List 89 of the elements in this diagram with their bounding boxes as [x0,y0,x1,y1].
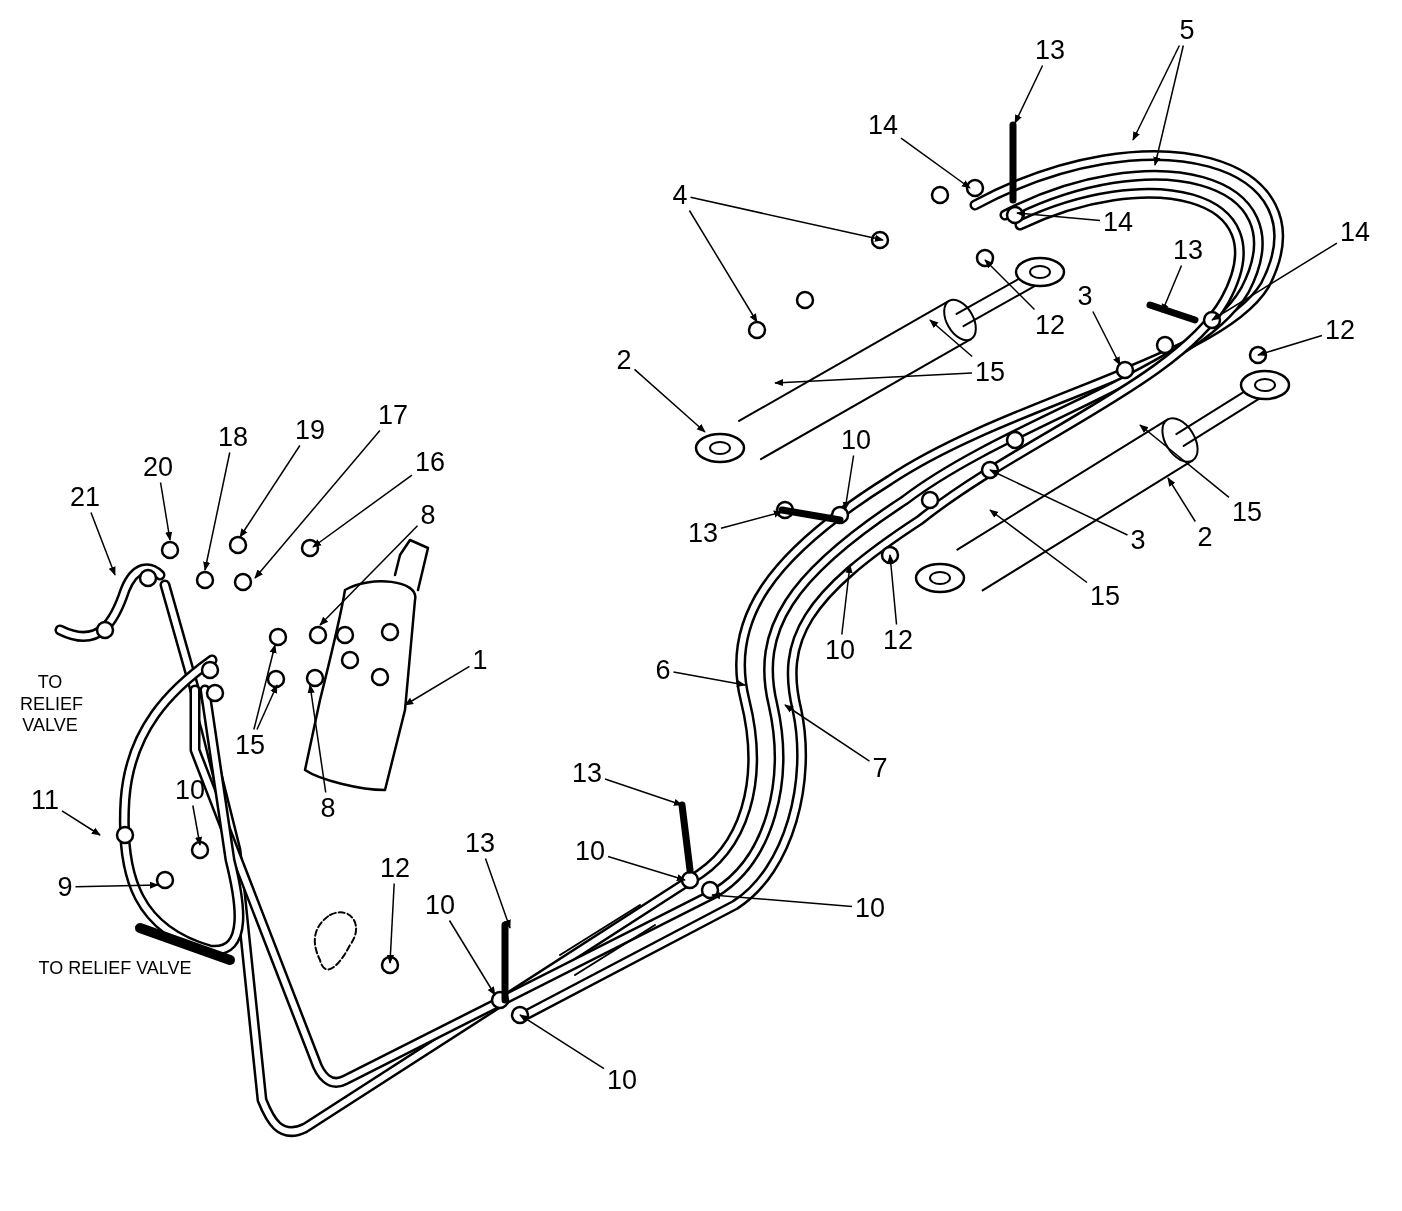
callout-number: 5 [1179,16,1195,44]
callout-number: 11 [31,786,59,814]
leader-line [239,444,301,538]
leader-line [448,919,496,996]
leader-line [1139,424,1230,499]
callout-number: 14 [1103,208,1133,236]
callout-number: 8 [320,794,336,822]
leader-line [784,704,871,762]
leader-line [689,196,884,242]
leader-line [1014,64,1044,124]
leader-line [842,454,855,511]
callout-number: 18 [218,423,248,451]
leader-line [484,857,511,929]
leader-line [929,319,973,358]
leader-line [307,684,327,794]
leader-line [159,481,173,541]
leader-line [989,509,1088,584]
leader-line [1167,477,1197,523]
leader-line [711,892,853,908]
leader-line [192,804,203,846]
note-text: TO RELIEF VALVE [37,958,193,980]
leader-line [1211,242,1338,321]
leader-line [1153,44,1185,166]
callout-number: 10 [575,837,605,865]
callout-number: 3 [1130,526,1146,554]
leader-line [90,511,116,576]
leader-line [1016,210,1101,222]
leader-line [519,1014,605,1070]
leader-line [1257,334,1323,357]
callout-number: 12 [1035,311,1065,339]
callout-number: 2 [1197,523,1213,551]
callout-number: 13 [688,519,718,547]
callout-number: 21 [70,483,100,511]
callout-number: 10 [607,1066,637,1094]
leader-line [672,671,746,688]
leader-line [256,684,278,731]
callout-number: 13 [1173,236,1203,264]
leader-line [607,855,686,882]
leader-line [900,137,971,189]
callout-number: 13 [1035,36,1065,64]
callout-number: 13 [572,759,602,787]
leader-line [633,368,706,433]
callout-number: 12 [380,854,410,882]
leader-line [203,451,231,571]
leader-line [841,564,853,636]
callout-number: 10 [855,894,885,922]
callout-number: 13 [465,829,495,857]
callout-number: 1 [472,646,488,674]
leader-line [604,778,683,806]
callout-number: 14 [1340,218,1370,246]
callout-number: 15 [975,358,1005,386]
callout-number: 10 [175,776,205,804]
callout-number: 4 [672,181,688,209]
leader-line [887,554,898,626]
leader-line [984,259,1036,311]
leader-line [989,469,1129,536]
callout-number: 3 [1077,282,1093,310]
leader-line [386,882,395,964]
leader-line [774,372,973,387]
leader-line [404,665,471,706]
leader-line [253,644,277,731]
callout-number: 12 [1325,316,1355,344]
leader-line [1092,310,1121,366]
callout-number: 14 [868,111,898,139]
callout-number: 15 [1090,582,1120,610]
callout-number: 10 [841,426,871,454]
leader-line [319,524,419,626]
leader-line [312,474,413,548]
leader-line [61,810,101,836]
callout-number: 8 [420,501,436,529]
callout-number: 15 [1232,498,1262,526]
callout-number: 10 [425,891,455,919]
callout-number: 17 [378,401,408,429]
callout-number: 12 [883,626,913,654]
leader-line [1161,264,1183,313]
callout-number: 9 [57,873,73,901]
leader-line [720,510,783,529]
leader-line [254,429,381,579]
callout-number: 19 [295,416,325,444]
callout-number: 15 [235,731,265,759]
callout-number: 16 [415,448,445,476]
leader-line [74,881,159,889]
callout-number: 20 [143,453,173,481]
callout-number: 10 [825,636,855,664]
callout-number: 2 [616,346,632,374]
leader-line [1132,44,1181,141]
callout-number: 7 [872,754,888,782]
callout-number: 6 [655,656,671,684]
leader-line [688,209,758,323]
